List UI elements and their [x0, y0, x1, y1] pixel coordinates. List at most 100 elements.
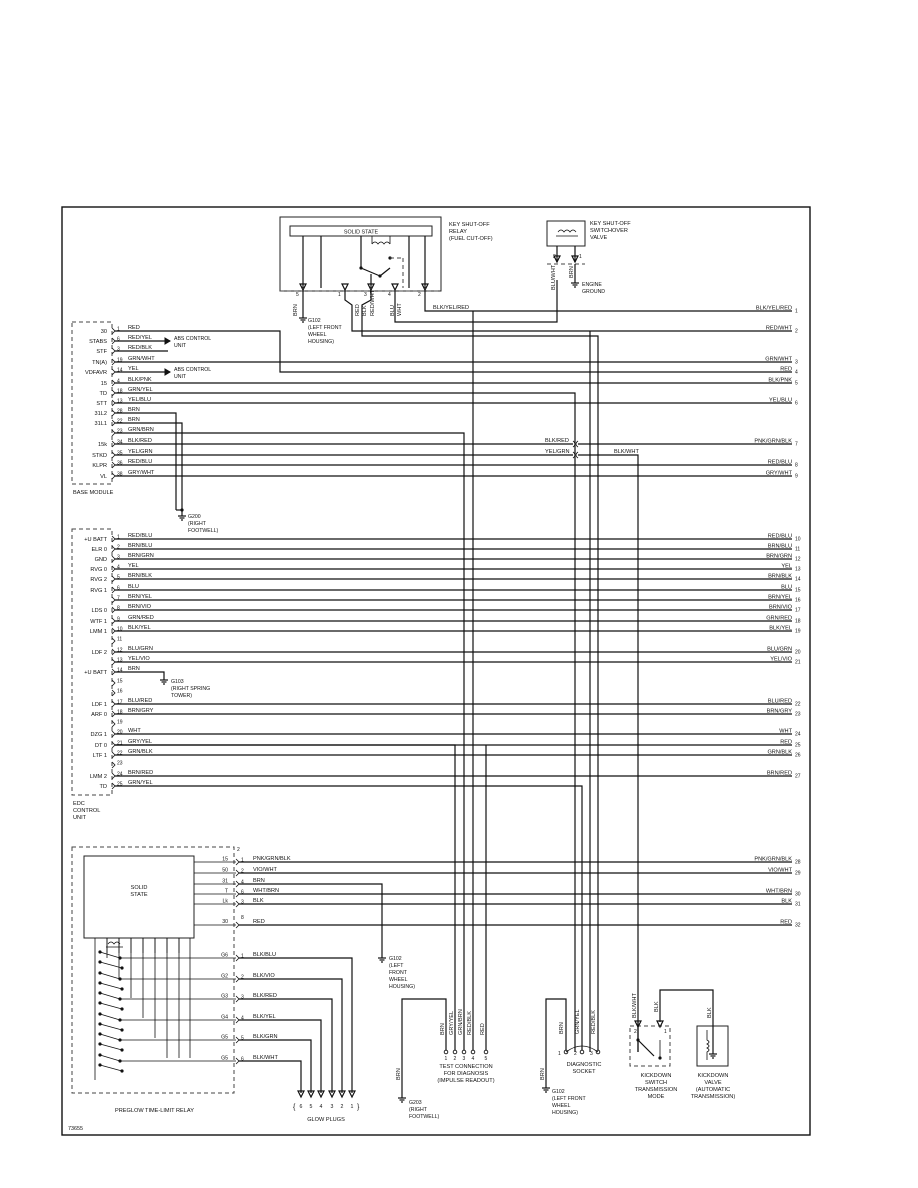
- kickdown-valve-label: KICKDOWN: [698, 1073, 729, 1079]
- wire-blu-wht-valve: [394, 280, 558, 323]
- wire-grn-yel-socket: [115, 392, 576, 1052]
- edc-pin: 1: [117, 535, 120, 541]
- valve-pin: 1: [579, 254, 582, 260]
- wire-label-right: BRN/YEL: [768, 595, 792, 601]
- junction-dot: [120, 1028, 124, 1032]
- base-module-pin: 19: [117, 358, 123, 364]
- edc-pin: 19: [117, 720, 123, 726]
- wire-label-right: VIO/WHT: [768, 868, 793, 874]
- base-module-pin-name: VL: [100, 474, 107, 480]
- ground-label: FOOTWELL): [409, 1114, 440, 1120]
- wire-label: BLK/YEL/RED: [433, 305, 469, 311]
- base-module-pin-name: STKD: [92, 453, 107, 459]
- ground-label: FOOTWELL): [188, 528, 219, 534]
- edc-pin: 2: [117, 545, 120, 551]
- edc-pin: 11: [117, 637, 122, 643]
- wire-label-right: BLK/YEL: [769, 626, 792, 632]
- wire-label: PNK/GRN/BLK: [253, 856, 291, 862]
- wire-label: RED: [253, 919, 265, 925]
- wire-segment: [99, 972, 121, 980]
- wire-label: GRN/BLK: [128, 749, 153, 755]
- kickdown-valve-label: VALVE: [704, 1080, 721, 1086]
- preglow-pin: 2: [241, 869, 244, 875]
- wire-label: WHT: [128, 728, 141, 734]
- wire-label-right: YEL: [781, 564, 792, 570]
- wire-label: BLK/YEL: [128, 625, 151, 631]
- test-conn-pin-number: 3: [463, 1056, 466, 1062]
- abs-label: ABS CONTROL: [174, 367, 211, 373]
- static-wires: [71, 216, 792, 1103]
- test-conn-wire-label: RED: [480, 1023, 486, 1035]
- wire-brn-socket-gnd: [545, 998, 567, 1088]
- ground-label: HOUSING): [308, 339, 334, 345]
- connector-pin: [235, 869, 240, 877]
- connector-pin: [111, 679, 116, 687]
- connector-pin: [235, 1036, 240, 1044]
- wire-number: 20: [795, 650, 801, 656]
- base-module-label: BASE MODULE: [73, 490, 114, 496]
- wire-label: BLK/RED: [545, 438, 569, 444]
- wire-label: BRN/GRN: [128, 553, 154, 559]
- glow-plug-number: 3: [331, 1104, 334, 1110]
- socket-wire-label: GRN/YEL: [575, 1009, 581, 1034]
- edc-pin: 9: [117, 617, 120, 623]
- wire-label: YEL: [128, 563, 139, 569]
- wire-label-right: WHT/BRN: [766, 889, 792, 895]
- ground-label: G102: [389, 956, 402, 962]
- kickdown-pin: 1: [664, 1029, 667, 1035]
- ground-label: TOWER): [171, 693, 192, 699]
- junction-dot: [120, 966, 124, 970]
- connector-pin: [111, 658, 116, 666]
- wire-label-right: RED: [780, 367, 792, 373]
- edc-pin: 12: [117, 648, 123, 654]
- wire-label: BLK/RED: [253, 993, 277, 999]
- edc-pin-name: LTF 1: [93, 753, 107, 759]
- ground-label: WHEEL: [552, 1103, 571, 1109]
- kickdown-valve-label: (AUTOMATIC: [696, 1087, 730, 1093]
- edc-pin-name: RVG 0: [90, 567, 107, 573]
- kickdown-switch-label: TRANSMISSION: [635, 1087, 678, 1093]
- wire-label-right: BLK: [781, 899, 792, 905]
- wire-label-right: GRY/WHT: [766, 471, 793, 477]
- kickdown-valve-coil: [706, 1030, 710, 1060]
- arrow-head: [421, 283, 429, 292]
- preglow-pin: 1: [241, 954, 244, 960]
- base-module-pin-name: 31L1: [95, 421, 107, 427]
- wire-gry-yel-test: [115, 744, 456, 1052]
- base-module-pin-name: TD: [100, 391, 107, 397]
- preglow-pin-name: G2: [221, 974, 228, 980]
- wire-label: BLU: [128, 584, 139, 590]
- arrow-head: [571, 255, 579, 264]
- valve-label: SWITCHOVER: [590, 228, 628, 234]
- connector-pin: [111, 761, 116, 769]
- preglow-pin: 6: [241, 890, 244, 896]
- wire-red-wht: [344, 290, 792, 332]
- valve-wire-label: BLU/WHT: [551, 264, 557, 290]
- kickdown-switch-label: SWITCH: [645, 1080, 667, 1086]
- wire-label: BRN: [128, 417, 140, 423]
- relay-wire-label: WHT: [397, 303, 403, 316]
- edc-pin: 22: [117, 751, 123, 757]
- abs-label: UNIT: [174, 343, 187, 349]
- valve-pin: 2: [553, 254, 556, 260]
- kickdown-switch-label: KICKDOWN: [641, 1073, 672, 1079]
- base-module-pin-name: 30: [101, 329, 107, 335]
- wire-label-right: GRN/RED: [766, 616, 792, 622]
- test-conn-label: (IMPULSE READOUT): [437, 1078, 494, 1084]
- wire-glow: [239, 1039, 312, 1093]
- test-conn-pin: [470, 1049, 476, 1055]
- wire-label: GRN/BRN: [128, 427, 154, 433]
- preglow-pin: 5: [241, 1036, 244, 1042]
- edc-pin: 24: [117, 772, 123, 778]
- in-line-connector: [572, 440, 579, 459]
- edc-pin: 23: [117, 761, 123, 767]
- wire-glow: [239, 957, 353, 1093]
- arrow-head: [328, 1090, 336, 1099]
- wire-label-right: WHT: [779, 729, 792, 735]
- edc-label: EDC: [73, 801, 85, 807]
- base-module-pin: 3: [117, 347, 120, 353]
- base-module-pin: 1: [117, 327, 120, 333]
- glow-plug-number: 2: [341, 1104, 344, 1110]
- arrow-head: [297, 1090, 305, 1099]
